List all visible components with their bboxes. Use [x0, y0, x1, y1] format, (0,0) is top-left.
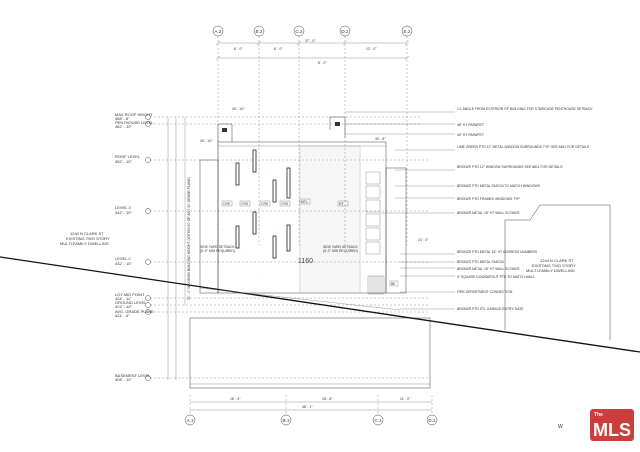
callout-text: BRONZE METAL 18" HT WALL SCONCE — [457, 267, 520, 271]
grid-label: E.2 — [404, 29, 411, 34]
level-name: GROUND LEVEL — [115, 300, 147, 305]
level-name: BASEMENT LEVEL — [115, 373, 151, 378]
height-dims: 30' - 0" MAXIMUM BUILDING HEIGHT (WITHIN… — [167, 117, 191, 380]
level-value: 468' - 8" — [115, 116, 130, 121]
building: CRS CRS CRS CRS MTL HT 1160 BE — [189, 116, 431, 389]
dim-text: 18' - 5" — [230, 397, 241, 401]
level-value: 408' - 10" — [115, 377, 132, 382]
grid-top: A.2 B.2 C.2 D.2 E.2 — [212, 25, 413, 245]
neighbor-text: MULTI-FAMILY DWELLING — [60, 241, 109, 246]
level-name: LOT MID POINT — [115, 292, 145, 297]
neighbor-text: MULTI-FAMILY DWELLING — [526, 268, 575, 273]
dim-text: 8' - 0" — [318, 61, 327, 65]
dim-text: 11' - 0" — [400, 397, 411, 401]
neighbor-text: EXISTING TWO STORY — [66, 236, 110, 241]
tag-text: CRS — [281, 202, 289, 206]
tag-text: CRS — [223, 202, 231, 206]
tag-text: CRS — [241, 202, 249, 206]
level-name: MAX ROOF HEIGHT — [115, 112, 153, 117]
siding-hatch — [299, 145, 361, 294]
window-slots — [235, 149, 291, 259]
callout-text: BRONZE METAL 18" HT WALL SCONCE — [457, 211, 520, 215]
level-value: 442' - 10" — [115, 210, 132, 215]
callouts: 1:1 ANGLE FROM EXTERIOR OF BUILDING FOR … — [345, 107, 593, 310]
bench-tag: BE — [391, 282, 396, 286]
callout-text: BRONZE PTD STL GARAGE ENTRY GATE — [457, 307, 524, 311]
callout-text: 48" HT PARAPET — [457, 123, 484, 127]
address-number: 1160 — [298, 258, 313, 265]
callout-text: BRONZE PTD FRAMED WINDOWS TYP — [457, 197, 520, 201]
tag-text: CRS — [261, 202, 269, 206]
dim-small: 40' - 10" — [200, 139, 213, 143]
dim-text: 12' - 0" — [366, 47, 377, 51]
callout-text: 4" SQUARE DOWNSPOUT PTD TO MATCH WALL — [457, 275, 535, 279]
max-height-label: 30' - 0" MAXIMUM BUILDING HEIGHT (WITHIN… — [187, 177, 191, 300]
right-panels — [365, 171, 381, 255]
setback-text: SIDE YARD SETBACK — [323, 245, 358, 249]
corner-text: W — [558, 424, 563, 430]
roof-openings — [222, 122, 340, 132]
callout-text: LIME GREEN PTD 12" METAL WINDOW SURROUND… — [457, 145, 590, 149]
dims-top: 8' - 0" 8' - 0" 12' - 0" 8' - 0" 37' - 0… — [215, 39, 410, 65]
setback-text: (5'-0" MIN REQUIRED) — [323, 249, 358, 253]
grid-label: C.1 — [374, 418, 382, 423]
dim-small: 24' - 0" — [418, 238, 429, 242]
grid-label: A.1 — [187, 418, 194, 423]
level-value: 421' - 6" — [115, 313, 130, 318]
dim-text: 8' - 0" — [274, 47, 283, 51]
garage-gate — [367, 275, 385, 295]
level-value: 422' - 10" — [115, 304, 132, 309]
grid-label: D.2 — [341, 29, 349, 34]
level-name: PENTHOUSE LEVEL — [115, 120, 154, 125]
level-value: 462' - 10" — [115, 124, 132, 129]
left-neighbor-note: 1240 N CLARK ST EXISTING TWO STORY MULTI… — [60, 231, 110, 246]
neighbor-text: EXISTING TWO STORY — [532, 263, 576, 268]
grade-line — [0, 256, 640, 353]
callouts-right: LIME GREEN PTD 12" METAL WINDOW SURROUND… — [457, 145, 590, 311]
dim-small: 40' - 10" — [232, 107, 245, 111]
grid-label: D.1 — [428, 418, 436, 423]
grid-label: A.2 — [215, 29, 222, 34]
level-markers: MAX ROOF HEIGHT 468' - 8" PENTHOUSE LEVE… — [115, 112, 430, 382]
callout-text: BRONZE PTD METAL FASCIA TO MATCH WINDOWS — [457, 184, 541, 188]
dim-text: 48' - 1" — [302, 405, 313, 409]
material-tags: CRS CRS CRS CRS MTL HT — [221, 198, 349, 207]
neighbor-text: 1240 N CLARK ST — [70, 231, 104, 236]
callout-text: 1:1 ANGLE FROM EXTERIOR OF BUILDING FOR … — [457, 107, 593, 111]
neighbor-text: 1244 N CLARK ST — [540, 258, 574, 263]
svg-text:MLS: MLS — [593, 420, 631, 440]
dim-text: 8' - 0" — [234, 47, 243, 51]
grid-label: C.2 — [295, 29, 303, 34]
dim-text: 37' - 0" — [305, 39, 316, 43]
level-value: 432' - 10" — [115, 261, 132, 266]
level-name: LEVEL 2 — [115, 256, 131, 261]
callout-text: FIRE DEPARTMENT CONNECTION — [457, 290, 513, 294]
tag-text: HT — [339, 202, 344, 206]
callout-text: BRONZE PTD 12" WINDOW SURROUNDS SEE A811… — [457, 165, 563, 169]
callout-text: BRONZE PTD METAL FASCIA — [457, 260, 504, 264]
svg-text:The: The — [594, 412, 603, 418]
level-name: ROOF LEVEL — [115, 154, 141, 159]
callout-text: BRONZE PTD METAL 15" HT ADDRESS NUMBERS — [457, 250, 538, 254]
level-name: LEVEL 3 — [115, 205, 131, 210]
stucco-texture — [221, 169, 293, 281]
callout-text: 42" HT PARAPET — [457, 133, 484, 137]
grid-bottom: 18' - 5" 18' - 8" 11' - 0" 48' - 1" A.1 … — [184, 395, 438, 426]
level-name: AVG. GRADE PLANE — [115, 309, 154, 314]
grid-label: B.1 — [283, 418, 290, 423]
dim-small: 30' - 8" — [375, 137, 386, 141]
level-value: 424' - 11" — [115, 296, 132, 301]
grid-label: B.2 — [256, 29, 263, 34]
tag-text: MTL — [301, 200, 308, 204]
setback-text: (5'-0" MIN REQUIRED) — [200, 249, 235, 253]
mls-watermark-logo: The MLS — [590, 409, 634, 441]
dim-text: 18' - 8" — [322, 397, 333, 401]
level-value: 452' - 10" — [115, 159, 132, 164]
right-neighbor: 1244 N CLARK ST EXISTING TWO STORY MULTI… — [504, 204, 611, 340]
setback-notes: SIDE YARD SETBACK (5'-0" MIN REQUIRED) S… — [200, 107, 429, 253]
setback-text: SIDE YARD SETBACK — [200, 245, 235, 249]
